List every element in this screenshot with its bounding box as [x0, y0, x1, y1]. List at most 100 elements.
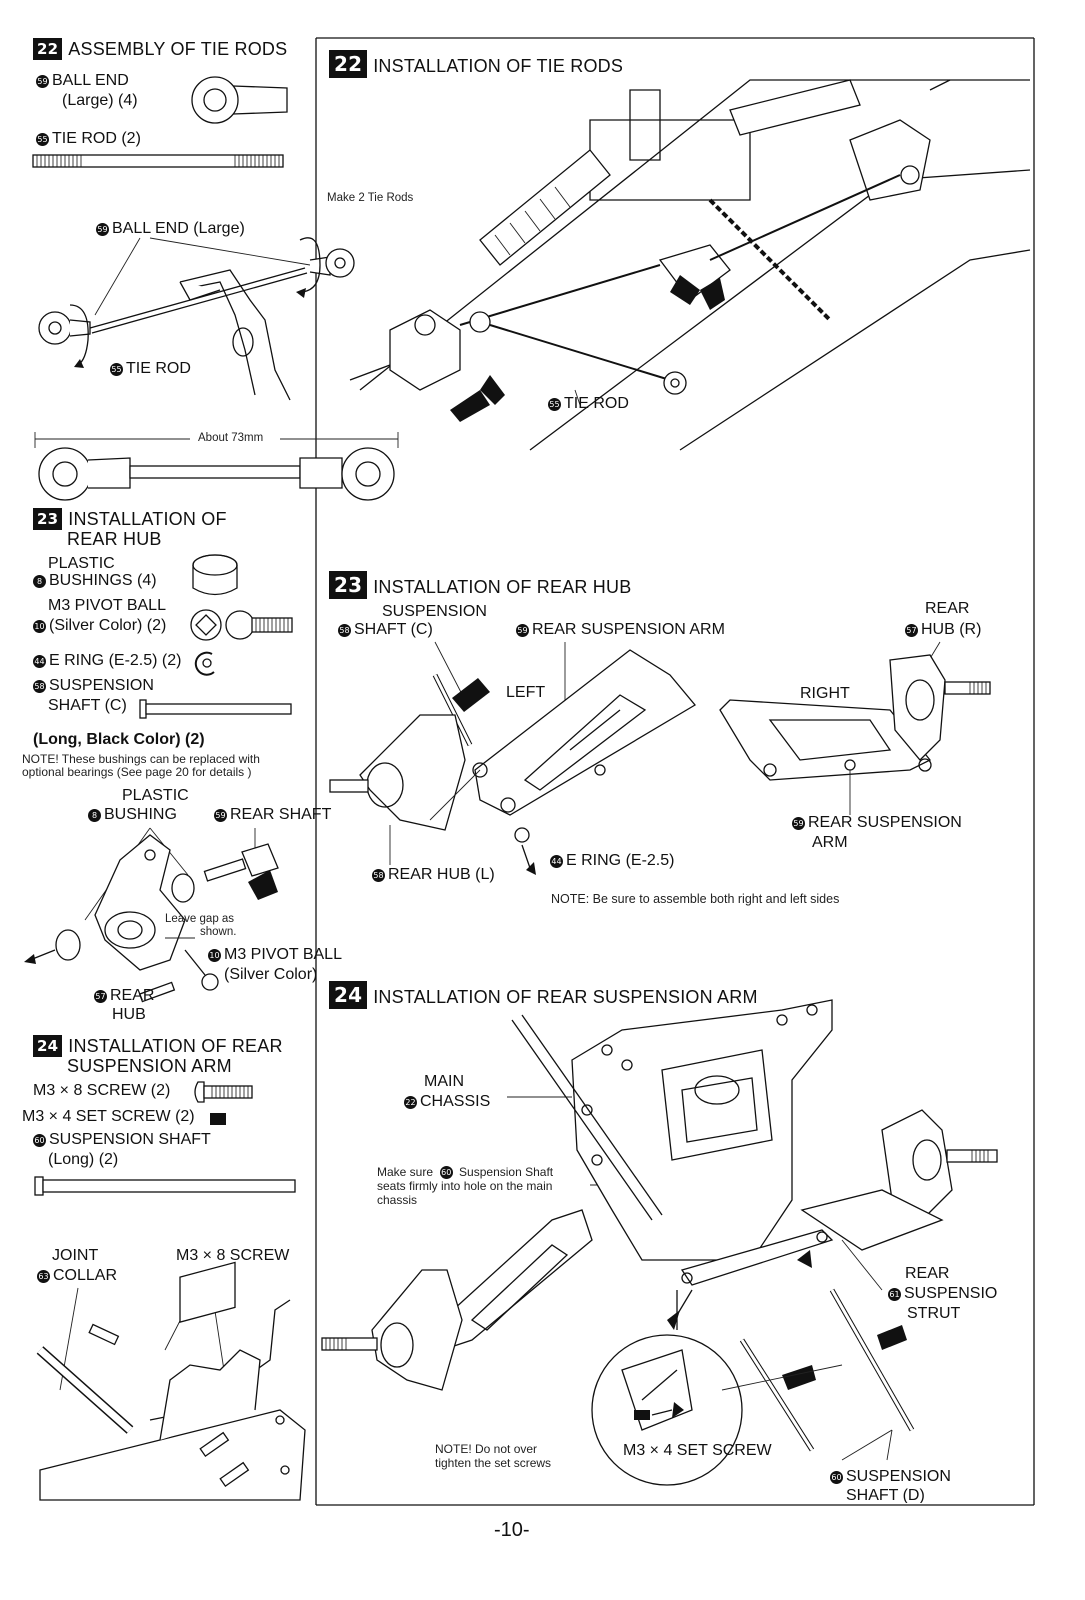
part-shaft-long-qty: (Long) (2) [48, 1151, 119, 1168]
note-text: Suspension Shaft [459, 1165, 554, 1179]
suspension-shaft-long-drawing [34, 1176, 296, 1196]
part-name: E RING (E-2.5) (2) [49, 652, 182, 669]
part-name: BUSHINGS (4) [49, 572, 157, 589]
part-number: 58 [338, 624, 351, 637]
part-number: 8 [88, 809, 101, 822]
part-name: (Silver Color) (2) [49, 617, 167, 634]
over-tighten-note-line-1: NOTE! Do not over [435, 1442, 538, 1456]
part-number: 22 [404, 1096, 417, 1109]
length-label: About 73mm [196, 432, 266, 444]
label-text: TIE ROD [564, 395, 629, 412]
tie-rod-installation-drawing [349, 79, 1031, 451]
label-arm: ARM [812, 834, 848, 851]
label-right: RIGHT [800, 685, 850, 702]
bushing-note-line-1: NOTE! These bushings can be replaced wit… [22, 752, 260, 766]
step-number-badge: 24 [329, 981, 368, 1009]
part-number: 59 [792, 817, 805, 830]
part-number: 60 [830, 1471, 843, 1484]
step-number-badge: 23 [33, 508, 63, 530]
step-number-badge: 22 [33, 38, 63, 60]
make-sure-note-line-2: seats firmly into hole on the main [377, 1179, 553, 1193]
part-number: 55 [548, 398, 561, 411]
label-main: MAIN [424, 1073, 464, 1090]
label-shaft-d: SHAFT (D) [846, 1487, 925, 1503]
e-ring-drawing [194, 651, 215, 676]
label-m3x4-set-screw: M3 × 4 SET SCREW [623, 1442, 772, 1459]
part-shaft-line-3: (Long, Black Color) (2) [33, 731, 205, 748]
joint-collar-drawing [36, 1261, 306, 1501]
label-text: BUSHING [104, 806, 177, 823]
part-m3x8-screw: M3 × 8 SCREW (2) [33, 1082, 171, 1099]
part-number: 44 [33, 655, 46, 668]
label-text: REAR SUSPENSION [808, 814, 962, 831]
leave-gap-note-line-2: shown. [200, 926, 237, 938]
label-text: CHASSIS [420, 1093, 491, 1110]
over-tighten-note-line-2: tighten the set screws [435, 1456, 552, 1470]
ball-end-drawing [191, 76, 288, 124]
make-sure-note-line-1: Make sure 60 Suspension Shaft [377, 1165, 553, 1179]
label-text: M3 PIVOT BALL [224, 946, 342, 963]
part-pivot-ball: 10(Silver Color) (2) [33, 617, 166, 635]
label-text: TIE ROD [126, 360, 191, 377]
rear-hub-installation-drawing [329, 641, 991, 875]
label-text: REAR HUB (L) [388, 866, 495, 883]
part-number: 58 [33, 680, 46, 693]
label-text: E RING (E-2.5) [566, 852, 675, 869]
part-number: 59 [96, 223, 109, 236]
label-text: SUSPENSIO [904, 1285, 998, 1302]
step-title-line-1: INSTALLATION OF [68, 509, 227, 529]
part-number: 63 [37, 1270, 50, 1283]
label-left: LEFT [506, 684, 546, 701]
part-pivot-ball-line-1: M3 PIVOT BALL [48, 597, 166, 614]
tie-rod-drawing [32, 154, 284, 168]
label-joint: JOINT [52, 1247, 99, 1264]
page-number: -10- [494, 1519, 530, 1541]
rear-suspension-installation-drawing [321, 999, 998, 1486]
part-name: TIE ROD (2) [52, 130, 141, 147]
part-number: 61 [888, 1288, 901, 1301]
suspension-shaft-c-drawing [139, 699, 292, 719]
part-number: 57 [905, 624, 918, 637]
step-title: ASSEMBLY OF TIE RODS [68, 39, 288, 59]
label-strut: STRUT [907, 1305, 961, 1322]
part-bushing-line-1: PLASTIC [48, 555, 115, 572]
part-name: SUSPENSION SHAFT [49, 1131, 211, 1148]
part-ball-end-qty: (Large) (4) [62, 92, 138, 109]
part-number: 8 [33, 575, 46, 588]
label-m3x8-screw: M3 × 8 SCREW [176, 1247, 290, 1264]
set-screw-drawing [210, 1113, 226, 1125]
make-sure-note-line-3: chassis [377, 1193, 418, 1207]
label-text: BALL END (Large) [112, 220, 245, 237]
make-2-tie-rods-note: Make 2 Tie Rods [327, 192, 414, 204]
tie-rod-length-drawing [34, 432, 399, 501]
label-silver-color: (Silver Color) [224, 966, 318, 983]
part-number: 10 [208, 949, 221, 962]
step-title-line-2: SUSPENSION ARM [67, 1056, 232, 1076]
part-name: SUSPENSION [49, 677, 154, 694]
step-title-line-2: REAR HUB [67, 529, 162, 549]
label-text: COLLAR [53, 1267, 118, 1284]
note-text: Make sure [377, 1165, 434, 1179]
label-text: REAR SUSPENSION ARM [532, 621, 725, 638]
both-sides-note: NOTE: Be sure to assemble both right and… [551, 892, 840, 906]
part-m3x4-set-screw: M3 × 4 SET SCREW (2) [22, 1108, 195, 1125]
label-rear-strut: REAR [905, 1265, 950, 1282]
step-title: INSTALLATION OF REAR SUSPENSION ARM [373, 987, 758, 1007]
